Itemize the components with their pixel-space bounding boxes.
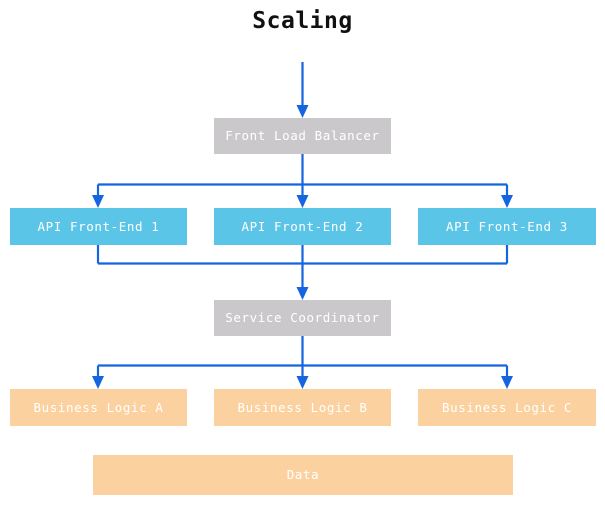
node-label: Business Logic B: [237, 399, 368, 415]
arrowhead-logic-c: [501, 376, 513, 389]
arrowhead-logic-a: [92, 376, 104, 389]
node-label: Service Coordinator: [225, 310, 380, 326]
edge-inbound-to-load-balancer: [296, 62, 309, 118]
arrowhead-logic-b: [296, 376, 309, 389]
node-label: API Front-End 3: [446, 218, 568, 234]
node-api-front-end-3[interactable]: API Front-End 3: [418, 208, 596, 245]
edge-coordinator-to-logic-bus: [92, 336, 513, 389]
node-api-front-end-2[interactable]: API Front-End 2: [214, 208, 391, 245]
arrowhead-coordinator: [296, 287, 309, 300]
diagram-title: Scaling: [252, 8, 353, 34]
node-label: Business Logic A: [33, 399, 164, 415]
node-data[interactable]: Data: [93, 455, 513, 495]
arrowhead-api-2: [296, 195, 309, 208]
node-label: Front Load Balancer: [225, 128, 380, 144]
node-label: API Front-End 2: [241, 218, 364, 234]
edge-load-balancer-to-api-bus: [92, 154, 513, 208]
node-business-logic-b[interactable]: Business Logic B: [214, 389, 391, 426]
arrowhead-api-1: [92, 195, 104, 208]
node-front-load-balancer[interactable]: Front Load Balancer: [214, 118, 391, 154]
node-business-logic-a[interactable]: Business Logic A: [10, 389, 187, 426]
node-label: API Front-End 1: [37, 218, 160, 234]
edge-api-to-coordinator-bus: [96, 245, 509, 300]
node-business-logic-c[interactable]: Business Logic C: [418, 389, 596, 426]
node-api-front-end-1[interactable]: API Front-End 1: [10, 208, 187, 245]
arrowhead-api-3: [501, 195, 513, 208]
node-label: Data: [286, 467, 320, 483]
node-label: Business Logic C: [441, 399, 572, 415]
node-service-coordinator[interactable]: Service Coordinator: [214, 300, 391, 336]
